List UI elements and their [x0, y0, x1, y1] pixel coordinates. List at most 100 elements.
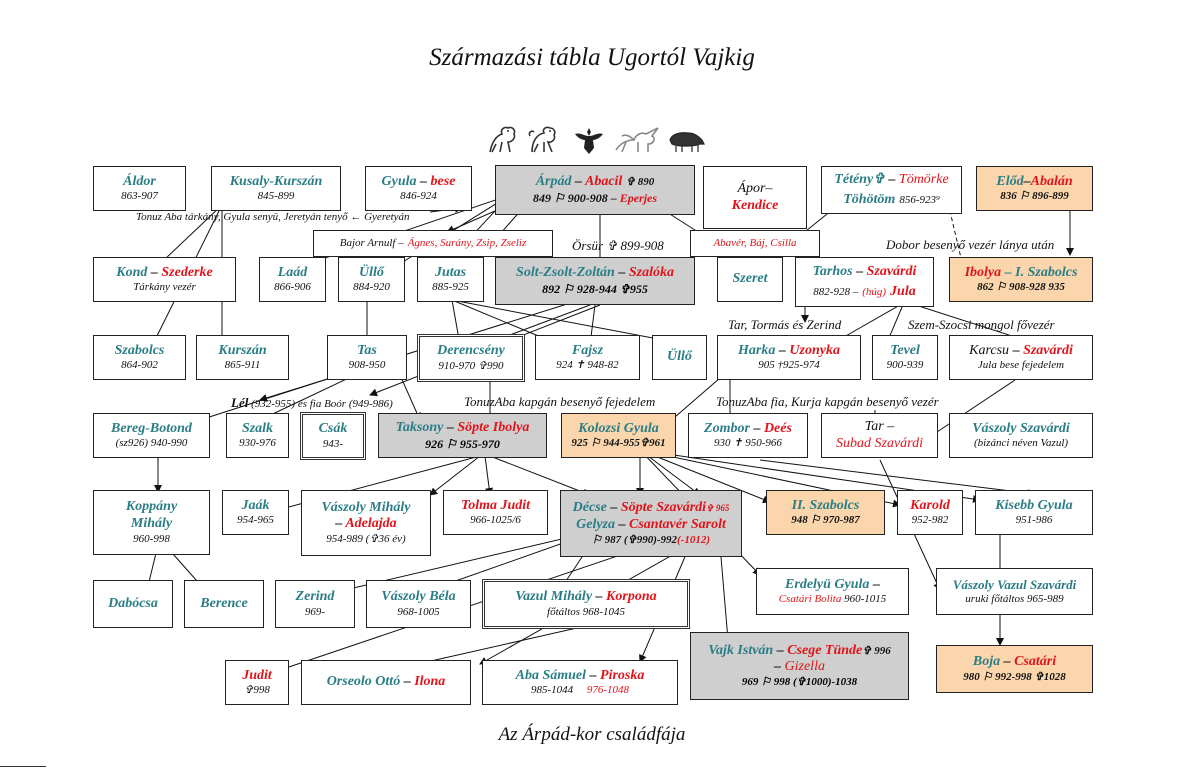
- person-erdelyi-gyula: Erdelyü Gyula – Csatári Bolita 960-1015: [756, 568, 909, 615]
- person-tolma-judit: Tolma Judit 966-1025/6: [443, 490, 548, 535]
- person-name: Vászoly Szavárdi: [972, 420, 1070, 436]
- note-tar-tormas: Tar, Tormás és Zerind: [728, 317, 842, 332]
- person-name: Kusaly-Kurszán: [229, 173, 323, 189]
- note-tonuz-aba-fia: TonuzAba fia, Kurja kapgán besenyő vezér: [716, 394, 939, 409]
- spouse-name: Söpte Ibolya: [457, 419, 530, 435]
- bajor-arnulf-box: Bajor Arnulf – Ágnes, Surány, Zsip, Zsel…: [313, 230, 553, 257]
- person-years: 863-907: [121, 190, 158, 203]
- person-years: Jula bese fejedelem: [977, 359, 1065, 372]
- page-title: Származási tábla Ugortól Vajkig: [429, 44, 755, 71]
- spouse-name: Eperjes: [619, 191, 658, 206]
- person-tar: Tar – Subad Szavárdi: [821, 413, 938, 458]
- person-harka: Harka – Uzonyka 905 †925-974: [717, 335, 861, 380]
- person-years: 925 ⚐ 944-955✞961: [571, 437, 666, 450]
- spouse-name: Ilona: [414, 674, 446, 690]
- person-years: 954-965: [237, 514, 274, 527]
- spouse-name: Adelajda: [345, 516, 397, 532]
- person-years: 951-986: [1015, 514, 1053, 527]
- divider: [0, 766, 46, 767]
- person-teteny: Tétény✞ – Tömörke Töhötöm 856-923⁹: [821, 166, 962, 214]
- person-vaszoly-bela: Vászoly Béla 968-1005: [366, 580, 471, 628]
- person-name: Erdelyü Gyula: [785, 576, 870, 592]
- person-name: Fajsz: [571, 342, 604, 358]
- separator: –: [589, 667, 597, 683]
- separator: –: [888, 171, 896, 187]
- person-derencseny: Derencsény 910-970 ✞990: [417, 334, 525, 382]
- spouse-name: Jula: [890, 283, 916, 299]
- person-vaszoly-vazul-szavardi: Vászoly Vazul Szavárdi uruki főtáltos 96…: [936, 568, 1093, 615]
- separator: –: [753, 420, 761, 436]
- person-years: 856-923⁹: [899, 193, 940, 206]
- person-name: – I. Szabolcs: [1004, 264, 1078, 280]
- person-karold: Karold 952-982: [897, 490, 963, 535]
- person-years: 924 ✝ 948-82: [556, 359, 619, 372]
- person-years: Tárkány vezér: [133, 281, 196, 294]
- person-koppany: Koppány Mihály 960-998: [93, 490, 210, 555]
- person-years: ⚐ 987 (✞990)-992: [591, 533, 678, 546]
- note-lel: (932-955) és fia Boór (949-986): [248, 398, 393, 410]
- person-years: 930 ✝ 950-966: [714, 437, 782, 450]
- spouse-name: Tömörke: [898, 171, 949, 187]
- lion-icon: [486, 124, 520, 164]
- person-name: Szabolcs: [114, 342, 165, 358]
- person-years: 960-1015: [844, 593, 887, 606]
- person-arpad: Árpád – Abacil ✞ 890 849 ⚐ 900-908 – Epe…: [495, 165, 695, 215]
- person-name: Zerind: [295, 589, 335, 604]
- person-years: 910-970 ✞990: [438, 359, 504, 372]
- person-solt: Solt-Zsolt-Zoltán – Szalóka 892 ⚐ 928-94…: [495, 257, 695, 305]
- person-name: Vászoly Mihály: [321, 499, 411, 515]
- person-years: 966-1025/6: [470, 514, 521, 527]
- person-years: 969 ⚐ 998 (✞1000)-1038: [741, 676, 858, 689]
- person-name: Aba Sámuel: [515, 667, 587, 683]
- person-name: Solt-Zsolt-Zoltán: [516, 265, 615, 281]
- person-name: Dabócsa: [108, 595, 158, 611]
- person-berence: Berence: [184, 580, 264, 628]
- death-mark: ✞ 996: [862, 644, 891, 657]
- note-dobor: Dobor besenyő vezér lánya után: [886, 237, 1055, 252]
- person-years: 980 ⚐ 992-998 ✞1028: [963, 670, 1066, 683]
- person-years: (sz926) 940-990: [115, 437, 188, 450]
- person-gyula: Gyula – bese 846-924: [365, 166, 472, 211]
- separator: –: [856, 263, 864, 279]
- person-tas: Tas 908-950: [327, 335, 407, 380]
- spouse-name: Szavárdi: [866, 263, 917, 279]
- person-name: Zombor: [704, 420, 750, 436]
- person-years: 866-906: [274, 281, 311, 294]
- spouse-name: Ágnes, Surány, Zsip, Zseliz: [407, 236, 527, 249]
- spouse-name: Szederke: [161, 264, 213, 280]
- person-ibolya: Ibolya – I. Szabolcs 862 ⚐ 908-928 935: [949, 257, 1093, 302]
- spouse-name: Abacil: [584, 174, 623, 190]
- person-vajk-istvan: Vajk István – Csege Tünde✞ 996 – Gizella…: [690, 632, 909, 700]
- person-years: 948 ⚐ 970-987: [791, 514, 860, 527]
- griffin-icon: [612, 124, 662, 164]
- person-name: Tarhos: [812, 263, 853, 279]
- person-karcsu: Karcsu – Szavárdi Jula bese fejedelem: [949, 335, 1093, 380]
- separator: –: [420, 173, 428, 189]
- person-years: főtáltos 968-1045: [547, 605, 625, 618]
- person-name: Tétény✞: [834, 171, 885, 187]
- spouse-name: Deés: [763, 420, 792, 436]
- person-name: Töhötöm: [843, 191, 896, 207]
- person-name: Harka: [738, 342, 776, 358]
- spouse-name: Szavárdi: [1023, 342, 1073, 358]
- person-name: Vazul Mihály: [515, 589, 593, 604]
- note-tonuz-aba: Tonuz Aba tárkány, Gyula senyü, Jeretyán…: [136, 211, 410, 223]
- person-judit: Judit ✞998: [225, 660, 289, 705]
- person-name: Karcsu: [969, 342, 1010, 358]
- separator: –: [595, 589, 603, 604]
- person-years: 845-899: [257, 190, 295, 203]
- person-name: Jutas: [434, 264, 467, 280]
- person-name: Vajk István: [708, 642, 774, 658]
- person-name: Bereg-Botond: [111, 420, 192, 436]
- person-boja: Boja – Csatári 980 ⚐ 992-998 ✞1028: [936, 645, 1093, 693]
- person-aba-samuel: Aba Sámuel – Piroska 985-1044 976-1048: [482, 660, 678, 705]
- spouse-name: Szalóka: [628, 265, 674, 281]
- person-name: Vászoly Vazul Szavárdi: [952, 577, 1077, 593]
- spouse-name: Tolma Judit: [460, 497, 531, 513]
- person-years: 930-976: [239, 437, 276, 450]
- spouse-name: Abalán: [1030, 173, 1073, 189]
- person-years: (bizánci néven Vazul): [973, 437, 1069, 450]
- person-jutas: Jutas 885-925: [417, 257, 484, 302]
- person-bereg-botond: Bereg-Botond (sz926) 940-990: [93, 413, 210, 458]
- person-name: Üllő: [667, 349, 692, 365]
